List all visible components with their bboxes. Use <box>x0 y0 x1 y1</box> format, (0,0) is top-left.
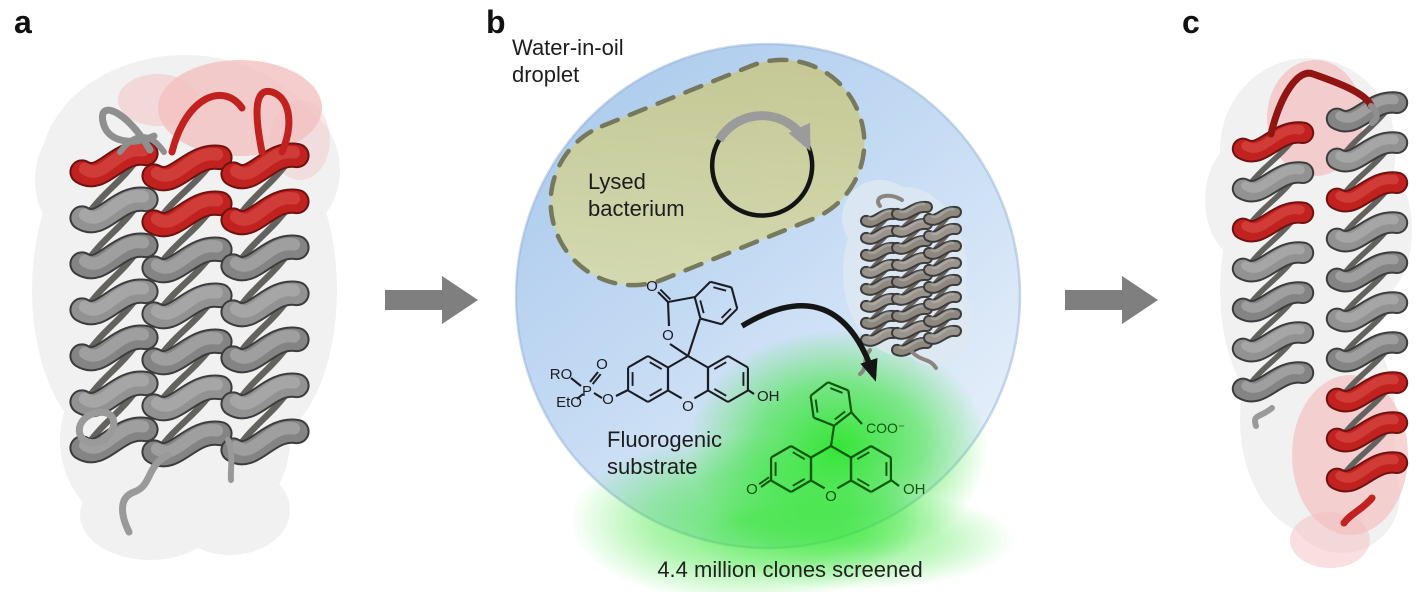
product-bonds <box>758 381 900 493</box>
plasmid-circle <box>709 125 815 218</box>
atom-label: O <box>646 278 658 295</box>
substrate-atom-labels: O O O RO O P EtO O OH <box>550 278 780 415</box>
substrate-label-line1: Fluorogenic <box>607 427 722 452</box>
bacterium-label-line1: Lysed <box>588 169 646 194</box>
loops-and-tails-a <box>75 87 293 536</box>
droplet-title-line1: Water-in-oil <box>512 35 624 60</box>
flow-arrow-icon <box>1065 276 1158 324</box>
atom-label: O <box>682 398 694 415</box>
lysed-bacterium <box>548 57 867 288</box>
panel-c-label: c <box>1182 4 1200 40</box>
atom-label: OH <box>903 481 926 498</box>
product-atom-labels: COO⁻ O O OH <box>746 420 925 505</box>
figure-caption: 4.4 million clones screened <box>657 557 923 582</box>
substrate-label-line2: substrate <box>607 454 698 479</box>
protein-structure-c <box>1205 58 1412 568</box>
bacterium-label-line2: bacterium <box>588 196 685 221</box>
atom-label: O <box>662 327 674 344</box>
fluorescein-product-structure: COO⁻ O O OH <box>746 381 926 505</box>
loops-and-tails-c <box>1252 69 1380 527</box>
panel-b-label: b <box>486 4 506 40</box>
atom-label: O <box>602 391 614 408</box>
atom-label: P <box>582 383 592 400</box>
helix-ribbons-c <box>1231 91 1409 493</box>
fluorogenic-substrate-structure: O O O RO O P EtO O OH <box>550 278 780 415</box>
panel-a-label: a <box>14 4 32 40</box>
atom-label: O <box>825 488 837 505</box>
atom-label: O <box>746 481 758 498</box>
atom-label: COO⁻ <box>866 420 905 436</box>
atom-label: RO <box>550 366 573 383</box>
atom-label: O <box>596 356 608 373</box>
flow-arrow-icon <box>385 276 478 324</box>
atom-label: EtO <box>556 394 582 411</box>
expressed-protein-structure <box>842 180 973 376</box>
protein-structure-a <box>32 55 340 560</box>
droplet-title-line2: droplet <box>512 62 580 87</box>
helix-ribbons-a <box>69 140 310 468</box>
water-in-oil-droplet: O O O RO O P EtO O OH COO⁻ O O OH <box>514 42 1022 592</box>
plasmid-circular-arrow-icon <box>709 111 815 218</box>
helix-ribbons-small <box>860 201 962 357</box>
atom-label: OH <box>757 388 780 405</box>
reaction-arrow-icon <box>740 303 878 382</box>
bacterium-capsule <box>548 57 867 288</box>
plasmid-arrow <box>715 111 812 152</box>
substrate-bonds <box>570 280 755 403</box>
green-fluorescence-glow <box>570 330 1015 592</box>
